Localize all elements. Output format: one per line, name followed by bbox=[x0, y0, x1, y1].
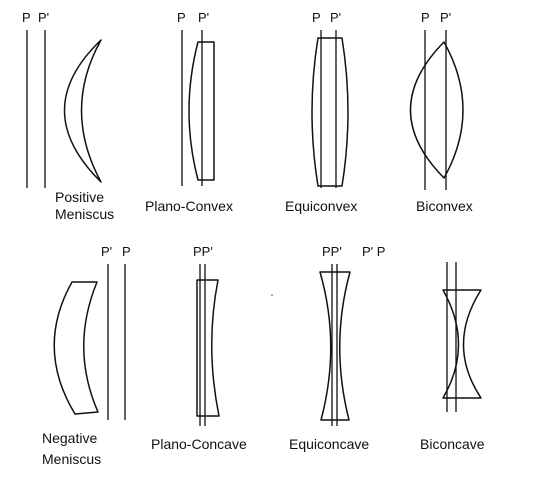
equiconcave-lens bbox=[319, 271, 351, 421]
plano-concave-lens bbox=[196, 279, 220, 417]
plane-label-p: P bbox=[421, 10, 430, 25]
plane-label-p-prime: P' bbox=[198, 10, 209, 25]
plane-label-pp-prime: PP' bbox=[322, 244, 342, 259]
positive-meniscus-group: P P' Positive Meniscus bbox=[22, 10, 114, 222]
plano-concave-label: Plano-Concave bbox=[151, 436, 247, 452]
biconcave-group: Biconcave bbox=[420, 262, 485, 452]
plane-label-p-prime: P' bbox=[330, 10, 341, 25]
equiconcave-group: PP' P' P Equiconcave bbox=[289, 244, 385, 452]
plano-concave-group: PP' Plano-Concave bbox=[151, 244, 247, 452]
plane-label-p: P bbox=[22, 10, 31, 25]
plane-label-p: P bbox=[312, 10, 321, 25]
positive-meniscus-label-line1: Positive bbox=[55, 189, 104, 205]
plane-label-p-prime: P' bbox=[101, 244, 112, 259]
positive-meniscus-label-line2: Meniscus bbox=[55, 206, 114, 222]
negative-meniscus-lens bbox=[53, 281, 99, 415]
plane-label-p-prime: P' bbox=[38, 10, 49, 25]
plane-label-p: P bbox=[177, 10, 186, 25]
biconcave-lens bbox=[442, 289, 482, 399]
plane-label-pp-prime: PP' bbox=[193, 244, 213, 259]
equiconvex-lens bbox=[311, 37, 349, 187]
plane-label-p-prime-p: P' P bbox=[362, 244, 385, 259]
negative-meniscus-label-line2: Meniscus bbox=[42, 451, 101, 467]
biconvex-label: Biconvex bbox=[416, 198, 473, 214]
positive-meniscus-lens bbox=[63, 39, 102, 183]
equiconvex-group: P P' Equiconvex bbox=[285, 10, 357, 214]
plane-label-p-prime: P' bbox=[440, 10, 451, 25]
plano-convex-label: Plano-Convex bbox=[145, 198, 233, 214]
negative-meniscus-group: P' P Negative Meniscus bbox=[42, 244, 131, 467]
plano-convex-lens bbox=[188, 41, 215, 181]
plano-convex-group: P P' Plano-Convex bbox=[145, 10, 233, 214]
biconvex-lens bbox=[409, 41, 464, 179]
plane-label-p: P bbox=[122, 244, 131, 259]
biconcave-label: Biconcave bbox=[420, 436, 485, 452]
equiconvex-label: Equiconvex bbox=[285, 198, 357, 214]
negative-meniscus-label-line1: Negative bbox=[42, 430, 97, 446]
equiconcave-label: Equiconcave bbox=[289, 436, 369, 452]
scan-speck bbox=[271, 294, 273, 296]
biconvex-group: P P' Biconvex bbox=[409, 10, 473, 214]
